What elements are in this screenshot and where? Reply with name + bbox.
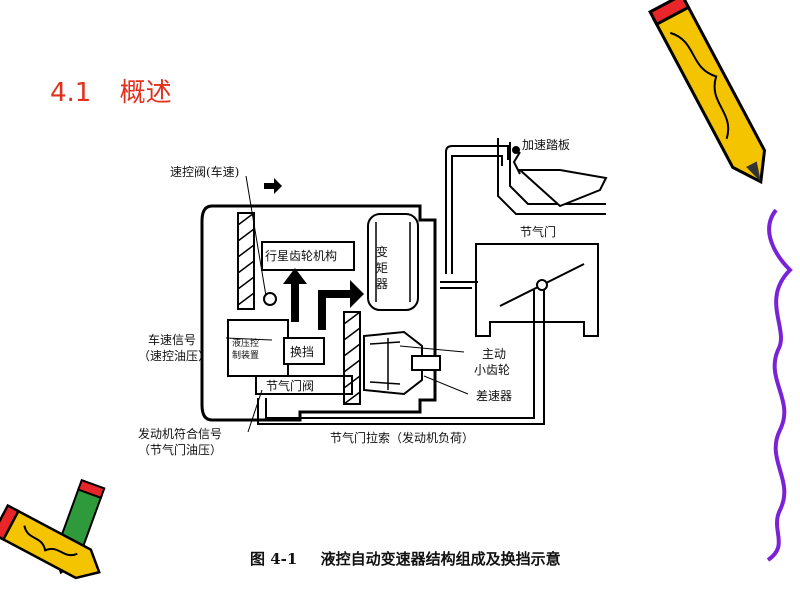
label-drive-pinion-1: 主动 [482,347,506,361]
label-drive-pinion-2: 小齿轮 [474,363,510,377]
torque-converter [367,213,419,311]
label-differential: 差速器 [476,389,512,403]
svg-text:矩: 矩 [376,261,388,275]
output-shaft [343,311,361,405]
figure-number: 图 4-1 [250,550,298,568]
label-engine-load-signal-1: 发动机符合信号 [138,426,222,441]
label-shift: 换挡 [290,345,314,359]
label-hydraulic-control-2: 制装置 [232,349,259,361]
label-planetary: 行星齿轮机构 [265,248,337,263]
svg-text:器: 器 [376,277,388,291]
shift-box [283,337,325,365]
transmission-housing [200,204,437,422]
label-speed-valve: 速控阀(车速) [170,164,239,179]
planetary-gear-box [261,241,355,271]
page-title: 4.1 概述 [50,72,172,109]
label-vehicle-speed-signal-1: 车速信号 [148,332,196,347]
label-torque-converter: 变矩器 [376,244,388,291]
label-throttle-cable: 节气门拉索（发动机负荷） [330,430,474,445]
throttle-valve-box [255,375,353,395]
label-vehicle-speed-signal-2: （速控油压） [138,349,210,363]
label-throttle-top: 节气门 [520,224,556,239]
direction-arrow [264,178,282,194]
label-hydraulic-control-1: 液压控 [232,337,259,349]
input-shaft [237,212,255,310]
section-number: 4.1 [50,78,92,108]
label-throttle-valve: 节气门阀 [266,378,314,393]
throttle-linkage [257,145,599,425]
svg-text:变: 变 [376,244,388,259]
figure-caption: 图 4-1 液控自动变速器结构组成及换挡示意 [250,548,561,569]
label-engine-load-signal-2: （节气门油压） [138,442,222,457]
label-accel-pedal: 加速踏板 [522,138,570,152]
leader-lines [225,175,469,433]
accelerator-pedal [497,138,608,215]
figure-caption-text: 液控自动变速器结构组成及换挡示意 [320,550,561,568]
section-title: 概述 [119,78,172,108]
differential-gear [363,330,441,396]
speed-valve [263,292,277,306]
